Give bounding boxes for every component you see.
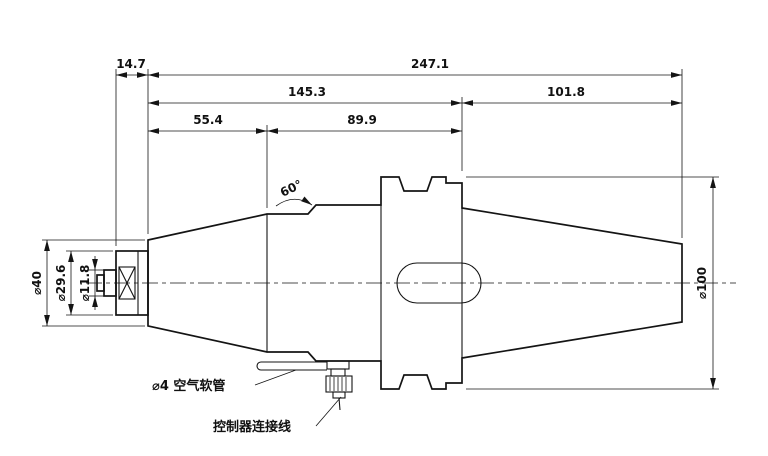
dim-label-dia29-6: ⌀29.6 (54, 265, 68, 302)
controller-cable-label: 控制器连接线 (213, 419, 291, 435)
air-hose-leader (254, 369, 297, 386)
angle-leader-arc (275, 196, 313, 207)
controller-cable-leader (315, 396, 342, 427)
dim-label-55-4: 55.4 (193, 113, 223, 127)
connector-tail (332, 391, 346, 399)
tool-tip (96, 274, 105, 292)
slot-detail (396, 262, 482, 304)
dim-label-14-7: 14.7 (116, 57, 146, 71)
part-outline (96, 176, 683, 390)
dimension-lines (44, 72, 716, 389)
air-hose-label: ⌀4 空气软管 (152, 378, 225, 394)
dim-label-145-3: 145.3 (288, 85, 326, 99)
controller-cable-stub (338, 397, 341, 411)
lock-screw-detail (118, 266, 136, 300)
air-fitting (256, 360, 353, 411)
dimension-labels: 14.7 247.1 145.3 101.8 55.4 89.9 60° ⌀40… (30, 57, 709, 301)
dim-label-60deg: 60° (278, 177, 305, 200)
dim-label-101-8: 101.8 (547, 85, 585, 99)
callout-labels: ⌀4 空气软管 控制器连接线 (152, 378, 291, 435)
dim-label-89-9: 89.9 (347, 113, 377, 127)
dim-label-dia100: ⌀100 (695, 267, 709, 299)
lock-screw-cross-2 (118, 266, 136, 300)
dim-label-dia11-8: ⌀11.8 (78, 265, 92, 302)
air-hose-tube (256, 361, 327, 371)
leader-lines (254, 369, 342, 427)
dim-label-247-1: 247.1 (411, 57, 449, 71)
extension-lines (42, 69, 719, 390)
dim-label-dia40: ⌀40 (30, 271, 44, 295)
fitting-stem (330, 368, 346, 377)
fitting-flange (326, 360, 350, 370)
